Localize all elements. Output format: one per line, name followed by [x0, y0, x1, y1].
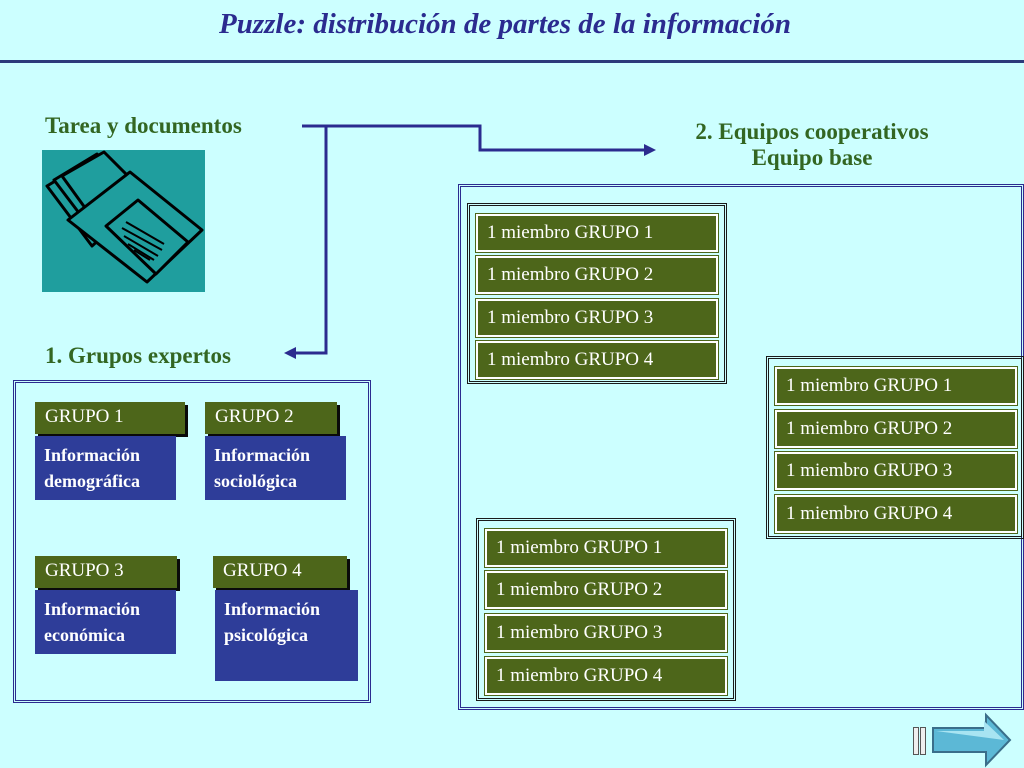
team-a-member-3: 1 miembro GRUPO 3 [476, 299, 718, 337]
laptop-documents-icon [42, 150, 205, 292]
team-a-frame [467, 203, 727, 384]
group-2-label: GRUPO 2 [205, 402, 337, 434]
experts-heading: 1. Grupos expertos [45, 343, 231, 368]
slide-bars-icon[interactable] [913, 727, 933, 755]
team-a-member-4: 1 miembro GRUPO 4 [476, 341, 718, 379]
team-c-frame [476, 518, 736, 701]
team-a-member-2: 1 miembro GRUPO 2 [476, 256, 718, 294]
cooperative-heading-line-1: 2. Equipos cooperativos [695, 119, 929, 144]
group-1-label: GRUPO 1 [35, 402, 185, 434]
title-divider [0, 60, 1024, 63]
page-title: Puzzle: distribución de partes de la inf… [219, 8, 791, 40]
team-b-member-3: 1 miembro GRUPO 3 [775, 452, 1017, 490]
team-b-member-1: 1 miembro GRUPO 1 [775, 367, 1017, 405]
group-4-label: GRUPO 4 [213, 556, 347, 588]
task-heading: Tarea y documentos [45, 113, 242, 138]
experts-frame [13, 380, 371, 703]
team-c-member-4: 1 miembro GRUPO 4 [485, 657, 727, 695]
cooperative-heading: 2. Equipos cooperativos Equipo base [662, 119, 962, 171]
team-b-member-4: 1 miembro GRUPO 4 [775, 495, 1017, 533]
group-3-label: GRUPO 3 [35, 556, 177, 588]
next-arrow-icon[interactable] [930, 712, 1014, 768]
team-c-member-3: 1 miembro GRUPO 3 [485, 614, 727, 652]
team-a-member-1: 1 miembro GRUPO 1 [476, 214, 718, 252]
team-b-member-2: 1 miembro GRUPO 2 [775, 410, 1017, 448]
team-c-member-1: 1 miembro GRUPO 1 [485, 529, 727, 567]
cooperative-heading-line-2: Equipo base [751, 145, 873, 170]
team-b-frame [766, 356, 1024, 539]
team-c-member-2: 1 miembro GRUPO 2 [485, 571, 727, 609]
